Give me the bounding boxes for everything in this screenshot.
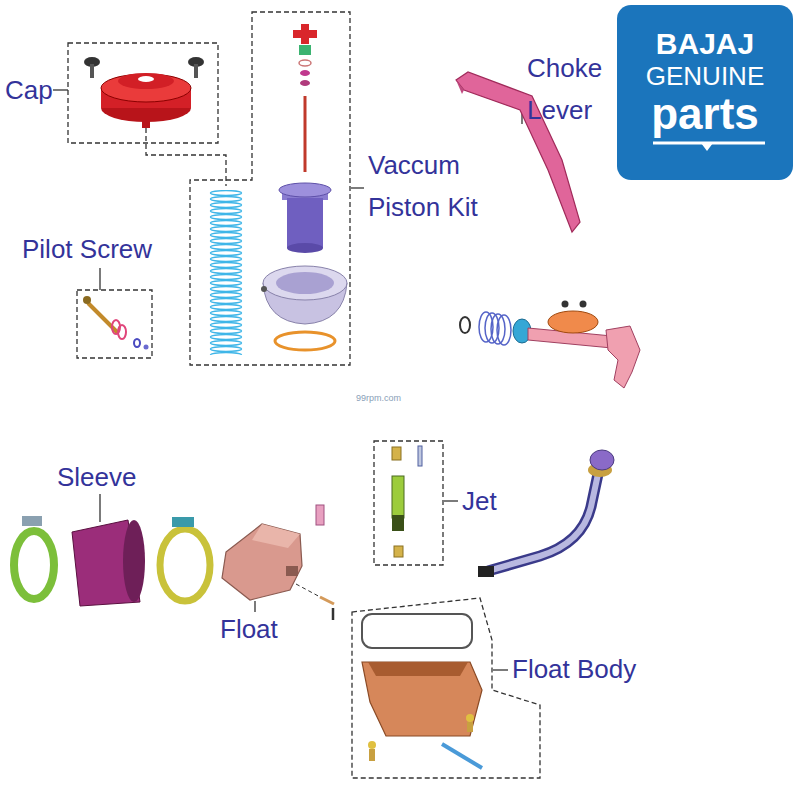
drain-hose bbox=[590, 450, 614, 470]
piston-kit-group bbox=[190, 12, 350, 365]
cap-group bbox=[53, 43, 226, 186]
piston-kit-group bbox=[279, 183, 331, 197]
choke-assembly bbox=[562, 301, 569, 308]
float bbox=[296, 584, 322, 598]
piston-kit-group bbox=[351, 187, 364, 188]
sleeve-and-clamps bbox=[22, 516, 42, 526]
float-body-group bbox=[369, 749, 375, 761]
pilot-screw-group bbox=[134, 339, 140, 347]
jet-group bbox=[392, 447, 401, 460]
jet-group bbox=[374, 441, 458, 565]
sleeve-and-clamps bbox=[160, 529, 210, 601]
part-label: Pilot Screw bbox=[22, 234, 152, 264]
piston-kit-group bbox=[304, 96, 307, 172]
choke-assembly bbox=[460, 317, 470, 333]
cap-group bbox=[90, 64, 94, 78]
cap-group bbox=[146, 128, 226, 186]
pilot-screw-group bbox=[144, 345, 149, 350]
float bbox=[286, 566, 298, 576]
part-label: Jet bbox=[462, 486, 497, 516]
sleeve-and-clamps bbox=[99, 494, 100, 522]
piston-kit-group bbox=[300, 70, 310, 76]
float bbox=[316, 505, 324, 525]
brand-name: BAJAJ bbox=[617, 27, 793, 61]
part-label: Float bbox=[220, 614, 278, 644]
sleeve-and-clamps bbox=[123, 520, 145, 602]
cap-group bbox=[68, 43, 218, 143]
sleeve-and-clamps bbox=[14, 531, 54, 599]
float bbox=[320, 597, 334, 604]
piston-kit-group bbox=[261, 286, 267, 292]
piston-kit-group bbox=[287, 198, 323, 248]
choke-lever bbox=[456, 80, 464, 94]
pilot-screw-group bbox=[99, 268, 100, 290]
float bbox=[254, 601, 255, 612]
drain-hose bbox=[488, 474, 598, 571]
part-label: Sleeve bbox=[57, 462, 137, 492]
piston-kit-group bbox=[301, 24, 309, 44]
choke-assembly bbox=[548, 311, 598, 333]
pilot-screw-group bbox=[77, 268, 152, 358]
float-body-group bbox=[362, 662, 482, 736]
jet-group bbox=[394, 546, 403, 557]
jet-group bbox=[392, 515, 404, 531]
jet-group bbox=[444, 500, 458, 501]
cap-group bbox=[194, 64, 198, 78]
pilot-screw-group bbox=[77, 290, 152, 358]
float-body-group bbox=[362, 614, 472, 648]
jet-group bbox=[418, 446, 422, 466]
float bbox=[332, 608, 335, 620]
piston-kit-group bbox=[300, 80, 310, 86]
piston-kit-group bbox=[190, 12, 364, 365]
jet-group bbox=[392, 476, 404, 518]
float bbox=[222, 505, 334, 620]
brand-tagline: GENUINE bbox=[617, 61, 793, 91]
piston-kit-group bbox=[287, 243, 323, 253]
part-label: Vaccum Piston Kit bbox=[368, 144, 508, 228]
choke-assembly bbox=[497, 315, 511, 345]
piston-kit-group bbox=[275, 332, 335, 350]
part-label: Choke Lever bbox=[527, 47, 612, 131]
choke-assembly bbox=[460, 301, 640, 389]
piston-kit-group bbox=[299, 60, 311, 66]
float-body-group bbox=[368, 741, 376, 749]
pilot-screw-group bbox=[118, 325, 126, 339]
logo-underline bbox=[701, 143, 713, 151]
float-body-group bbox=[493, 669, 508, 670]
choke-assembly bbox=[580, 301, 587, 308]
piston-kit-group bbox=[299, 45, 311, 55]
piston-kit-group bbox=[276, 272, 334, 294]
float-body-group bbox=[368, 662, 468, 676]
drain-hose bbox=[488, 474, 598, 571]
cap-group bbox=[142, 120, 150, 128]
cap-group bbox=[101, 74, 191, 102]
float bbox=[252, 524, 300, 548]
piston-kit-group bbox=[209, 190, 244, 355]
jet-group bbox=[374, 441, 443, 565]
logo-underline bbox=[617, 139, 793, 159]
pilot-screw-group bbox=[88, 303, 118, 333]
part-label: Float Body bbox=[512, 654, 636, 684]
cap-group bbox=[118, 73, 174, 89]
piston-kit-group bbox=[263, 266, 347, 300]
brand-logo: BAJAJGENUINEparts bbox=[617, 5, 793, 180]
float-body-group bbox=[352, 598, 540, 778]
float bbox=[222, 524, 302, 600]
float-body-group bbox=[442, 744, 482, 768]
cap-group bbox=[53, 89, 68, 90]
pilot-screw-group bbox=[83, 296, 91, 304]
sleeve-and-clamps bbox=[14, 494, 210, 606]
float-body-group bbox=[467, 722, 473, 732]
choke-assembly bbox=[606, 326, 640, 388]
part-label: Cap bbox=[5, 75, 53, 105]
watermark: 99rpm.com bbox=[356, 392, 401, 404]
cap-group bbox=[138, 76, 154, 82]
brand-tagline: parts bbox=[617, 91, 793, 137]
drain-hose bbox=[478, 450, 614, 577]
float-body-group bbox=[466, 714, 474, 722]
drain-hose bbox=[478, 566, 494, 577]
float-body-group bbox=[352, 598, 540, 778]
sleeve-and-clamps bbox=[172, 517, 194, 527]
